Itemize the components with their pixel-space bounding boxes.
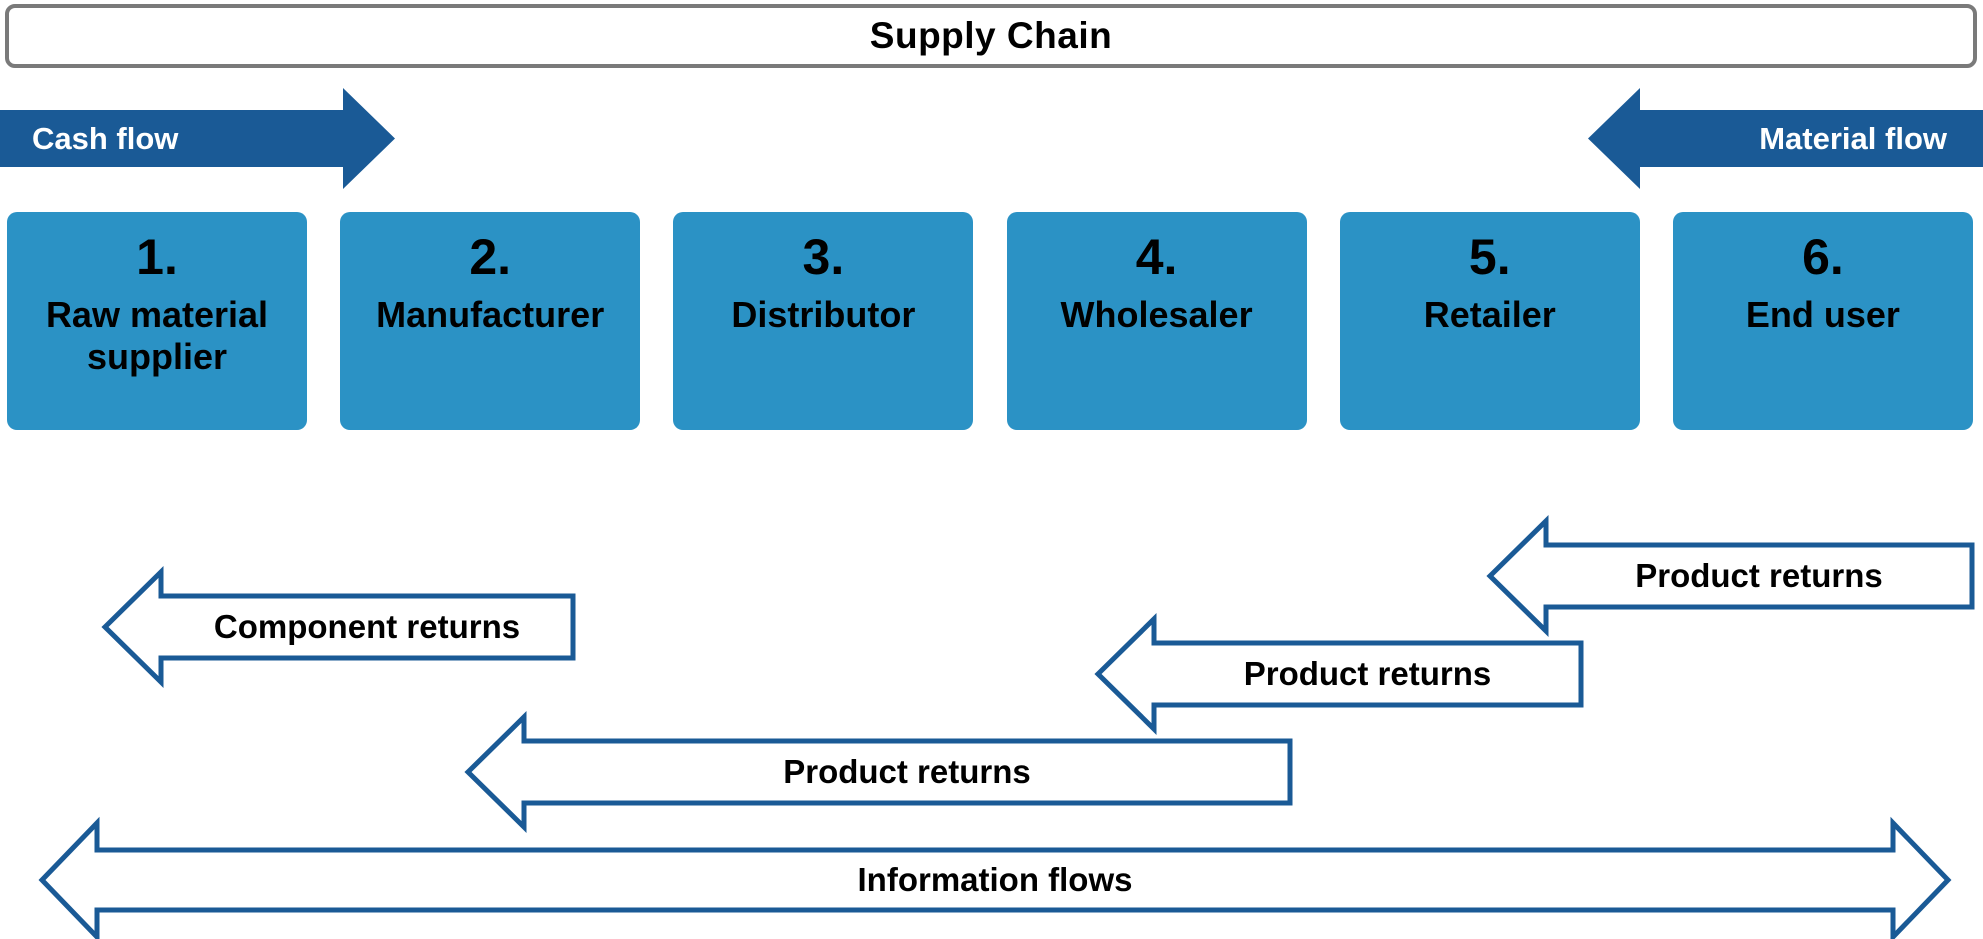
material-flow-label: Material flow — [1759, 120, 1947, 156]
chain-node-number: 6. — [1802, 229, 1844, 285]
material-flow-arrow-icon — [1588, 88, 1983, 189]
chain-node-number: 2. — [469, 229, 512, 285]
title-bar: Supply Chain — [5, 4, 1977, 68]
product-returns-arrow-icon-3 — [464, 711, 1293, 833]
product-returns-label-2: Product returns — [1243, 655, 1492, 692]
chain-node-number: 1. — [136, 229, 178, 285]
product-returns-arrow-icon-2 — [1094, 613, 1584, 735]
chain-node-1: 1. Raw material supplier — [7, 212, 307, 430]
cash-flow-label: Cash flow — [32, 120, 179, 156]
chain-node-2: 2. Manufacturer — [340, 212, 641, 430]
chain-node-5: 5. Retailer — [1339, 212, 1640, 430]
product-returns-arrow-icon-1 — [1486, 515, 1975, 637]
component-returns-arrow-icon — [101, 566, 576, 688]
chain-nodes-row: 1. Raw material supplier 2. Manufacturer… — [7, 212, 1973, 430]
chain-node-label: Manufacturer — [376, 294, 605, 335]
chain-node-label: Retailer — [1423, 294, 1556, 335]
information-flows-label: Information flows — [857, 861, 1133, 898]
component-returns-label: Component returns — [213, 608, 521, 645]
chain-node-number: 5. — [1468, 229, 1511, 285]
chain-node-number: 3. — [802, 229, 845, 285]
chain-node-3: 3. Distributor — [673, 212, 974, 430]
chain-node-number: 4. — [1135, 229, 1178, 285]
chain-node-label: Raw material supplier — [45, 294, 269, 377]
product-returns-label-1: Product returns — [1635, 557, 1883, 594]
chain-node-label: Distributor — [731, 294, 916, 335]
chain-node-label: Wholesaler — [1060, 294, 1253, 335]
page-title: Supply Chain — [869, 15, 1113, 56]
cash-flow-arrow-icon — [0, 88, 395, 189]
chain-node-label: End user — [1745, 294, 1900, 335]
chain-node-4: 4. Wholesaler — [1006, 212, 1307, 430]
product-returns-label-3: Product returns — [783, 753, 1031, 790]
information-flows-arrow-icon — [38, 816, 1952, 939]
chain-node-6: 6. End user — [1672, 212, 1973, 430]
